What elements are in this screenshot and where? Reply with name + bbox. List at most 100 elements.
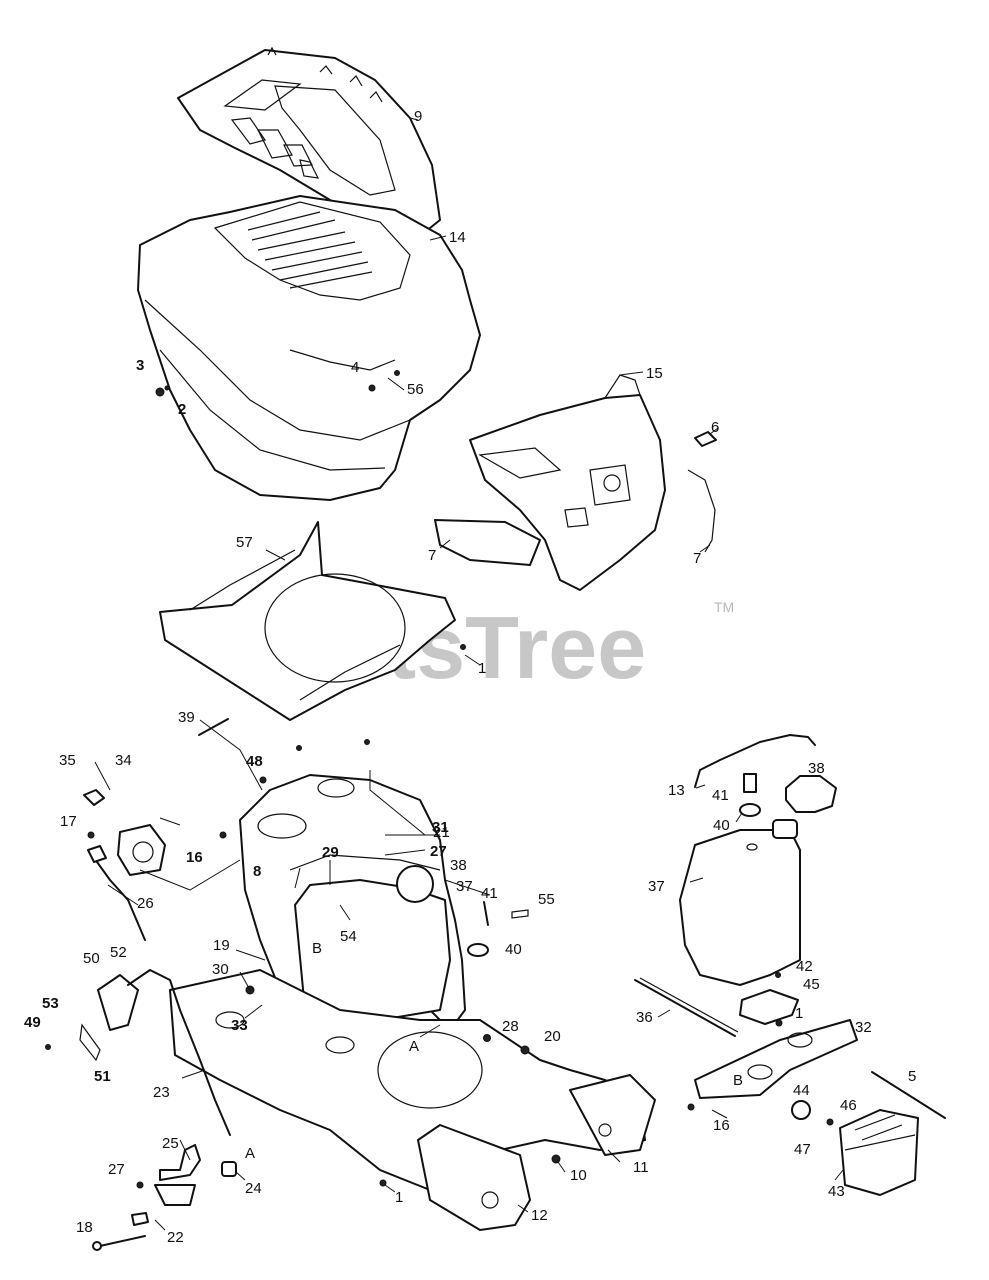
callout-47: 47 [794, 1141, 811, 1158]
callout-57: 57 [236, 534, 253, 551]
callout-23: 23 [153, 1084, 170, 1101]
callout-38-right: 38 [808, 760, 825, 777]
side-bracket [569, 1074, 656, 1156]
callout-a-lower: A [245, 1145, 255, 1162]
callout-25: 25 [162, 1135, 179, 1152]
callout-45: 45 [803, 976, 820, 993]
callout-50: 50 [83, 950, 100, 967]
callout-40-center: 40 [505, 941, 522, 958]
callout-17: 17 [60, 813, 77, 830]
callout-18: 18 [76, 1219, 93, 1236]
callout-53: 53 [42, 995, 59, 1012]
fuel-cap [785, 775, 837, 813]
callout-labels: 9 14 3 2 4 56 15 6 7 7 57 1 39 35 34 48 … [24, 108, 916, 1246]
callout-4: 4 [351, 359, 359, 376]
callout-b-frame: B [312, 940, 322, 957]
callout-33: 33 [231, 1017, 248, 1034]
spacer [791, 1100, 811, 1120]
callout-42: 42 [796, 958, 813, 975]
callout-51: 51 [94, 1068, 111, 1085]
callout-29: 29 [322, 844, 339, 861]
watermark-trademark: TM [714, 599, 734, 615]
hood-top-panel [177, 46, 441, 233]
callout-43: 43 [828, 1183, 845, 1200]
callout-52: 52 [110, 944, 127, 961]
leader-lines [94, 117, 844, 1231]
callout-16-left: 16 [186, 849, 203, 866]
callout-49: 49 [24, 1014, 41, 1031]
callout-41-center: 41 [481, 885, 498, 902]
callout-13: 13 [668, 782, 685, 799]
callout-1-shield: 1 [478, 660, 486, 677]
callout-56: 56 [407, 381, 424, 398]
callout-31: 31 [432, 819, 449, 836]
hood [137, 195, 481, 501]
callout-16-right: 16 [713, 1117, 730, 1134]
fuel-tank [679, 819, 801, 986]
callout-40-right: 40 [713, 817, 730, 834]
callout-7-left: 7 [428, 547, 436, 564]
tank-bracket [694, 1019, 858, 1099]
cable-tie [871, 1071, 946, 1119]
callout-37-right: 37 [648, 878, 665, 895]
bottom-shield [159, 521, 456, 721]
battery-box [839, 1109, 919, 1196]
callout-28: 28 [502, 1018, 519, 1035]
callout-35: 35 [59, 752, 76, 769]
callout-22: 22 [167, 1229, 184, 1246]
callout-34: 34 [115, 752, 132, 769]
callout-10: 10 [570, 1167, 587, 1184]
callout-14: 14 [449, 229, 466, 246]
front-bracket [417, 1124, 531, 1231]
callout-55: 55 [538, 891, 555, 908]
tank-fitting [739, 773, 761, 817]
callout-36: 36 [636, 1009, 653, 1026]
lower-bracket [92, 1144, 237, 1251]
callout-54: 54 [340, 928, 357, 945]
fasteners [45, 370, 834, 1189]
tank-strap [634, 977, 739, 1037]
ignition-switch [117, 824, 166, 876]
callout-2: 2 [178, 401, 186, 418]
ignition-key [83, 789, 105, 806]
callout-6: 6 [711, 419, 719, 436]
callout-32: 32 [855, 1019, 872, 1036]
main-frame [169, 969, 646, 1191]
callout-3: 3 [136, 357, 144, 374]
callout-20: 20 [544, 1028, 561, 1045]
callout-48: 48 [246, 753, 263, 770]
callout-24: 24 [245, 1180, 262, 1197]
callout-26: 26 [137, 895, 154, 912]
callout-11: 11 [633, 1159, 649, 1176]
callout-12: 12 [531, 1207, 548, 1224]
callout-27-lower: 27 [108, 1161, 125, 1178]
callout-38-center: 38 [450, 857, 467, 874]
callout-7-right: 7 [693, 550, 701, 567]
brake-lever-assembly [79, 969, 231, 1136]
callout-1-frame: 1 [395, 1189, 403, 1206]
callout-19: 19 [213, 937, 230, 954]
callout-8: 8 [253, 863, 261, 880]
callout-b-tank: B [733, 1072, 743, 1089]
callout-5: 5 [908, 1068, 916, 1085]
side-trim-right [687, 469, 716, 553]
side-trim-left [434, 519, 541, 566]
callout-39: 39 [178, 709, 195, 726]
grille [469, 374, 666, 591]
callout-27-top: 27 [430, 843, 447, 860]
fuel-line [694, 734, 816, 788]
callout-44: 44 [793, 1082, 810, 1099]
callout-21: 21 [433, 824, 450, 841]
callout-30: 30 [212, 961, 229, 978]
callout-41-right: 41 [712, 787, 729, 804]
callout-46: 46 [840, 1097, 857, 1114]
callout-a-frame: A [409, 1038, 419, 1055]
callout-1-tank: 1 [795, 1005, 803, 1022]
mount-plate [739, 989, 799, 1025]
callout-9: 9 [414, 108, 422, 125]
callout-15: 15 [646, 365, 663, 382]
throttle-lever [87, 845, 146, 941]
hood-bumper [694, 431, 717, 447]
callout-37-center: 37 [456, 878, 473, 895]
